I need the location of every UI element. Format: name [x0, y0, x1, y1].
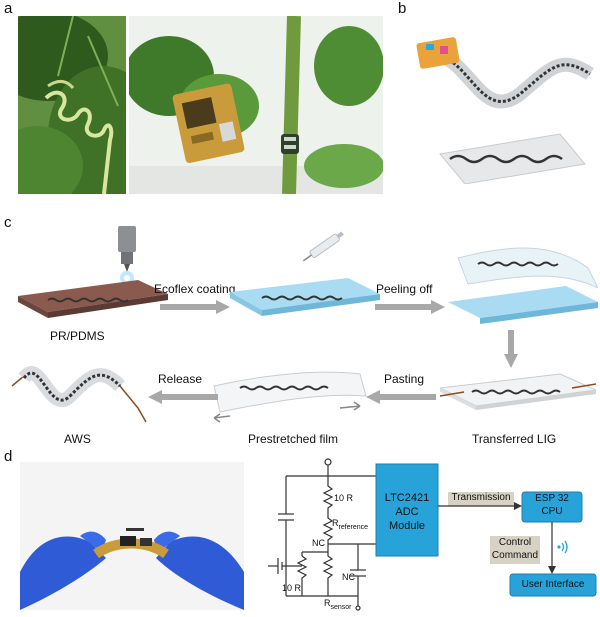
label-rref-main-text: R: [332, 518, 339, 528]
flow-arrow-4: [148, 390, 218, 404]
adc-label-line-2: ADC: [395, 506, 419, 518]
flow-arrow-1: [160, 300, 230, 314]
cpu-label-line-1: ESP 32: [535, 493, 569, 504]
aws-illustration: [410, 14, 595, 184]
adc-label-line-3: Module: [388, 520, 426, 532]
panel-letter-c: c: [4, 214, 12, 231]
label-rsensor-main-text: R: [324, 598, 331, 608]
label-pasting: Pasting: [384, 372, 425, 386]
flexible-sensor-photo: [20, 462, 244, 610]
flow-arrow-2: [375, 300, 445, 314]
peeling-slab: [448, 238, 598, 328]
ecoflex-slab: [230, 270, 380, 320]
control-label-line-1: Control: [498, 537, 532, 548]
user-interface-label: User Interface: [521, 579, 585, 590]
label-rsensor-sub: sensor: [330, 603, 352, 611]
flow-arrow-down: [504, 330, 518, 368]
label-ecoflex: Ecoflex coating: [154, 282, 236, 296]
label-prestretched: Prestretched film: [248, 432, 339, 446]
aws-coil: [10, 356, 150, 426]
prestretched-film: [210, 356, 370, 426]
panel-letter-d: d: [4, 448, 13, 465]
label-nc-left: NC: [312, 538, 325, 548]
circuit-diagram: [258, 456, 598, 614]
tendril-photo: [18, 16, 126, 194]
substrate-slab: [18, 280, 168, 320]
label-substrate: PR/PDMS: [50, 329, 105, 343]
transferred-lig-film: [440, 366, 596, 416]
label-aws: AWS: [64, 432, 91, 446]
panel-letter-b: b: [398, 0, 407, 17]
label-peeling: Peeling off: [376, 282, 433, 296]
control-label-line-2: Command: [491, 550, 539, 561]
label-rsensor-main: Rsensor: [324, 598, 352, 611]
transmission-label: Transmission: [451, 492, 511, 503]
label-nc-right: NC: [342, 572, 355, 582]
label-10r-left: 10 R: [282, 583, 302, 593]
plant-sensor-photo: [129, 16, 383, 194]
cpu-label-line-2: CPU: [541, 506, 563, 517]
label-rref-sub: reference: [338, 523, 369, 531]
label-transferred: Transferred LIG: [472, 432, 557, 446]
panel-letter-a: a: [4, 0, 13, 17]
flow-arrow-3: [366, 390, 436, 404]
label-rref-main: Rreference: [332, 518, 368, 531]
label-10r-top: 10 R: [334, 493, 354, 503]
label-release: Release: [158, 372, 203, 386]
wifi-signal-icon: [556, 540, 572, 554]
syringe-icon: [300, 228, 350, 268]
laser-nozzle-icon: [112, 226, 142, 286]
adc-label-line-1: LTC2421: [384, 492, 430, 504]
